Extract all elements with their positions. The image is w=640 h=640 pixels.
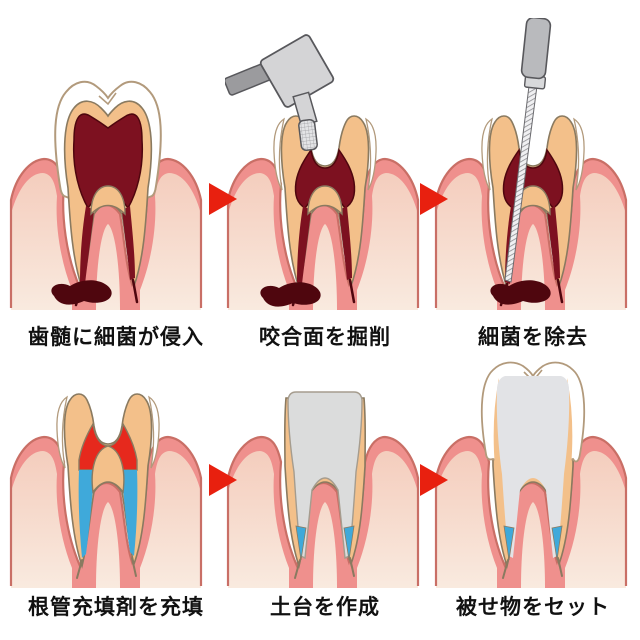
- step-5-caption: 土台を作成: [270, 595, 380, 619]
- step-6-illustration: [433, 358, 633, 590]
- tooth: [51, 80, 162, 307]
- step-1-caption: 歯髄に細菌が侵入: [28, 325, 204, 349]
- step-4-caption: 根管充填剤を充填: [28, 595, 204, 619]
- abscess: [490, 280, 551, 305]
- file-handle: [520, 18, 552, 80]
- tooth-infected-pulp-figure: [9, 80, 203, 310]
- tooth-drilling-figure: [225, 34, 420, 310]
- step-2-caption: 咬合面を掘削: [259, 325, 391, 349]
- gum: [434, 435, 628, 588]
- core-under-crown: [496, 376, 570, 558]
- step-1-illustration: [8, 18, 208, 318]
- step-3-illustration: [433, 18, 633, 318]
- step-2-illustration: [225, 18, 425, 318]
- arrow-right-icon: [417, 182, 449, 216]
- tooth: [480, 361, 586, 579]
- step-5-illustration: [225, 358, 425, 590]
- tooth: [56, 393, 160, 579]
- blue-filler-tip-left: [295, 525, 307, 561]
- tooth-crown-set-figure: [434, 361, 628, 588]
- gum: [9, 435, 203, 588]
- blue-filler-tip-right: [343, 525, 355, 561]
- arrow-right-icon: [206, 182, 238, 216]
- dental-drill-icon: [225, 34, 335, 152]
- step-6-caption: 被せ物をセット: [456, 595, 610, 619]
- abscess: [260, 282, 321, 307]
- blue-filler-left: [78, 470, 95, 558]
- drill-burr: [298, 118, 318, 152]
- gum: [9, 157, 203, 310]
- tooth: [283, 391, 367, 579]
- gum: [226, 435, 420, 588]
- tooth-file-cleaning-figure: [434, 18, 628, 310]
- tooth-filled-canals-figure: [9, 393, 203, 588]
- arrow-right-icon: [206, 463, 238, 497]
- gum: [226, 157, 420, 310]
- arrow-right-icon: [417, 463, 449, 497]
- tooth-core-buildup-figure: [226, 391, 420, 588]
- blue-filler-right: [121, 470, 138, 556]
- core-buildup: [287, 391, 363, 560]
- abscess: [51, 280, 112, 305]
- step-3-caption: 細菌を除去: [478, 325, 588, 349]
- opened-cavity: [294, 148, 356, 209]
- root-canal-file-icon: [504, 18, 552, 283]
- step-4-illustration: [8, 358, 208, 590]
